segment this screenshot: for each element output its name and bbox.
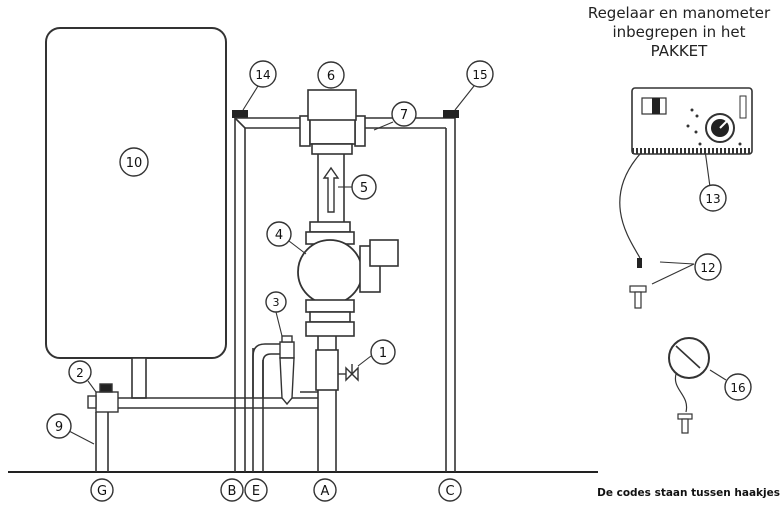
circulation-pump-4 — [297, 239, 363, 305]
callout-12: 12 — [694, 253, 722, 281]
codes-footnote: De codes staan tussen haakjes — [597, 487, 780, 499]
mixing-valve-tee — [299, 115, 366, 155]
sensor-probe-12 — [637, 258, 642, 268]
sensor-fitting-12 — [629, 285, 647, 309]
callout-label-4: 4 — [275, 228, 283, 243]
code-c: C — [438, 478, 462, 502]
pipes-b-e — [234, 118, 264, 472]
callout-label-7: 7 — [400, 108, 408, 123]
callout-10: 10 — [119, 147, 149, 177]
callout-label-9: 9 — [55, 420, 63, 435]
package-caption: Regelaar en manometer inbegrepen in het … — [584, 4, 774, 61]
callout-6: 6 — [317, 61, 345, 89]
safety-valve-3 — [279, 335, 295, 406]
callout-15: 15 — [466, 60, 494, 88]
callout-label-3: 3 — [273, 296, 280, 309]
pump-terminal-box — [369, 239, 399, 267]
callout-3: 3 — [265, 291, 287, 313]
sensor-cable — [619, 153, 641, 259]
callout-16: 16 — [724, 373, 752, 401]
pipe-e-elbow — [252, 343, 280, 398]
caption-line-1: Regelaar en manometer — [587, 4, 771, 22]
caption-line-2: inbegrepen in het — [612, 23, 746, 41]
callout-label-12: 12 — [700, 261, 715, 275]
code-label-g: G — [97, 484, 107, 499]
code-a: A — [313, 478, 337, 502]
pipe-g — [95, 412, 109, 472]
code-label-b: B — [228, 484, 237, 499]
storage-tank — [45, 27, 227, 359]
callout-label-16: 16 — [730, 381, 745, 395]
code-g: G — [90, 478, 114, 502]
manometer-16 — [668, 337, 710, 434]
callout-5: 5 — [351, 174, 377, 200]
callout-label-14: 14 — [255, 68, 270, 82]
callout-1: 1 — [370, 339, 396, 365]
code-label-c: C — [445, 484, 454, 499]
pipe-e-elbow-inner — [262, 353, 280, 398]
controller-13 — [631, 87, 753, 155]
leader-line-4 — [288, 240, 307, 255]
callout-9: 9 — [46, 413, 72, 439]
callout-label-15: 15 — [472, 68, 487, 82]
pump-union-top — [305, 221, 355, 245]
tank-outlet-stub — [131, 357, 147, 399]
code-label-e: E — [252, 484, 260, 499]
vent-fitting-14 — [232, 110, 248, 118]
drain-valve-1 — [338, 364, 359, 382]
flow-arrow-icon — [322, 166, 340, 213]
callout-13: 13 — [699, 184, 727, 212]
callout-label-1: 1 — [379, 346, 387, 361]
callout-14: 14 — [249, 60, 277, 88]
vent-fitting-15 — [443, 110, 459, 118]
leader-lines — [68, 85, 727, 445]
flow-pipe-5 — [317, 154, 345, 222]
pipe-c — [445, 118, 456, 472]
callout-label-2: 2 — [76, 366, 84, 380]
valve-actuator-6 — [307, 89, 357, 121]
callout-label-5: 5 — [360, 181, 368, 196]
callout-label-10: 10 — [126, 156, 143, 171]
code-b: B — [220, 478, 244, 502]
code-label-a: A — [321, 484, 330, 499]
callout-label-6: 6 — [327, 69, 335, 84]
callout-label-13: 13 — [705, 192, 720, 206]
caption-line-3: PAKKET — [650, 42, 708, 60]
tee-fitting — [315, 349, 339, 391]
callout-4: 4 — [266, 221, 292, 247]
shutoff-valve-2 — [87, 383, 119, 413]
pump-union-bottom — [305, 299, 355, 337]
callout-2: 2 — [68, 360, 92, 384]
callout-7: 7 — [391, 101, 417, 127]
code-e: E — [244, 478, 268, 502]
